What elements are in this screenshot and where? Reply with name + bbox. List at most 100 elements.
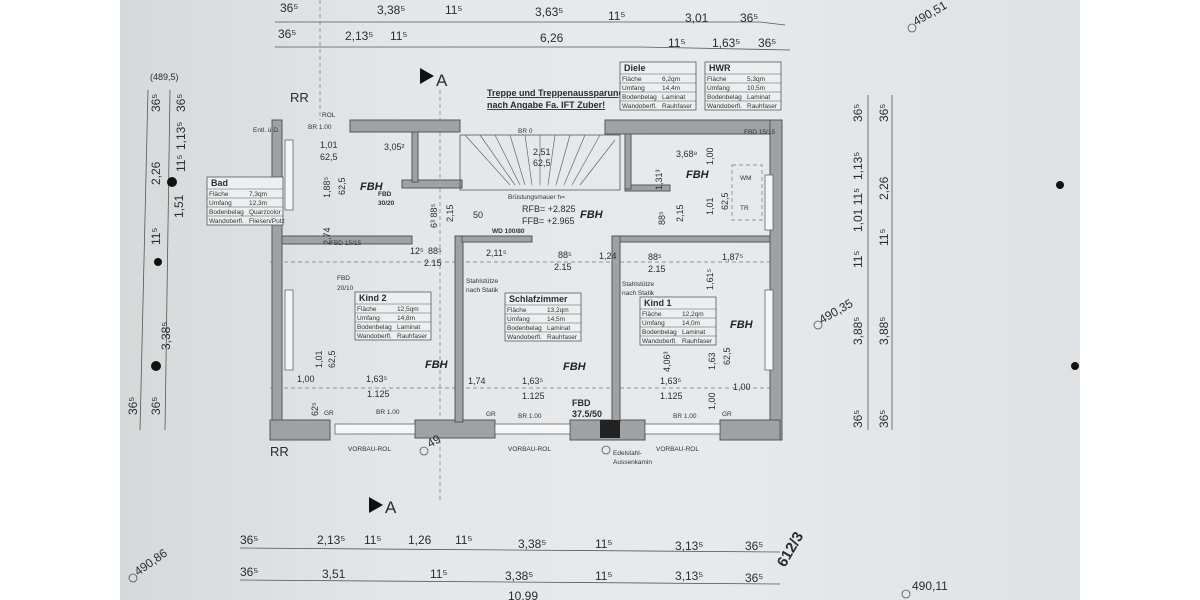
parcel-number: 612/3 (774, 529, 807, 570)
svg-text:VORBAU-ROL: VORBAU-ROL (348, 446, 391, 453)
svg-text:88⁵: 88⁵ (648, 252, 662, 262)
room-name: Bad (211, 178, 228, 188)
svg-text:nach Statik: nach Statik (466, 287, 499, 294)
room-field-value: 14,5m (547, 316, 565, 323)
room-field-value: 14,8m (397, 315, 415, 322)
svg-text:FBD: FBD (337, 275, 350, 282)
svg-text:36⁵: 36⁵ (877, 410, 891, 428)
svg-text:36⁵: 36⁵ (740, 11, 758, 25)
svg-text:Stahlstütze: Stahlstütze (622, 281, 655, 288)
svg-text:ROL: ROL (322, 112, 336, 119)
room-field-value: Quarzcolor (249, 209, 282, 216)
svg-text:11⁵: 11⁵ (595, 537, 612, 551)
svg-text:BR 1.00: BR 1.00 (673, 413, 697, 420)
room-field-label: Fläche (507, 307, 527, 314)
svg-text:30/20: 30/20 (378, 200, 395, 207)
svg-text:4,06³: 4,06³ (662, 351, 672, 372)
punch-hole (167, 177, 177, 187)
svg-text:36⁵: 36⁵ (174, 94, 188, 112)
room-field-label: Fläche (622, 76, 642, 83)
svg-text:FFB= +2.965: FFB= +2.965 (522, 216, 575, 226)
svg-text:1,51: 1,51 (172, 194, 186, 218)
svg-text:36⁵: 36⁵ (240, 533, 258, 547)
svg-text:1,63⁵: 1,63⁵ (366, 374, 388, 384)
room-field-label: Umfang (707, 85, 730, 92)
svg-text:TR: TR (740, 205, 749, 212)
svg-text:11⁵: 11⁵ (430, 567, 447, 581)
svg-text:11⁵: 11⁵ (608, 9, 625, 23)
room-field-label: Wandoberfl. (209, 218, 244, 225)
svg-text:490,11: 490,11 (912, 579, 948, 593)
svg-text:1,00: 1,00 (705, 147, 715, 165)
svg-text:nach Statik: nach Statik (622, 290, 655, 297)
svg-text:1,13⁵: 1,13⁵ (851, 152, 865, 180)
room-field-value: Rauhfaser (747, 103, 778, 110)
svg-text:FBH: FBH (686, 169, 710, 181)
svg-text:1,24: 1,24 (599, 251, 617, 261)
room-field-label: Bodenbelag (357, 324, 392, 331)
svg-text:FBH: FBH (360, 181, 384, 193)
svg-text:10,99: 10,99 (508, 589, 538, 600)
svg-text:1,13⁵: 1,13⁵ (174, 122, 188, 150)
svg-text:62,5: 62,5 (337, 177, 347, 195)
room-field-value: 5,3qm (747, 76, 765, 83)
svg-text:11⁵: 11⁵ (668, 36, 685, 50)
dimension-lines (139, 0, 893, 585)
svg-text:Aussenkamin: Aussenkamin (613, 459, 652, 466)
svg-text:2.15: 2.15 (554, 262, 572, 272)
svg-text:Stahlstütze: Stahlstütze (466, 278, 499, 285)
svg-text:WD 100/80: WD 100/80 (492, 228, 525, 235)
room-field-label: Umfang (507, 316, 530, 323)
svg-text:1,26: 1,26 (408, 533, 432, 547)
punch-hole (151, 361, 161, 371)
svg-text:Edelstahl-: Edelstahl- (613, 450, 642, 457)
svg-text:2,51: 2,51 (533, 147, 551, 157)
section-marker-bottom: A (385, 498, 397, 517)
svg-text:1.125: 1.125 (522, 391, 545, 401)
section-arrow-icon (369, 497, 383, 513)
svg-text:36⁵: 36⁵ (149, 94, 163, 112)
svg-text:36⁵: 36⁵ (851, 104, 865, 122)
room-name: Diele (624, 63, 646, 73)
room-field-value: 12,5qm (397, 306, 419, 313)
svg-text:BR 0: BR 0 (518, 128, 533, 135)
room-field-label: Bodenbelag (209, 209, 244, 216)
stair-note: Treppe und Treppenaussparung (487, 88, 624, 98)
svg-text:FBD 15/15: FBD 15/15 (330, 240, 361, 247)
room-field-value: 14,4m (662, 85, 680, 92)
room-field-value: Rauhfaser (547, 334, 578, 341)
svg-text:2.15: 2.15 (424, 258, 442, 268)
svg-text:11⁵: 11⁵ (390, 29, 407, 43)
room-field-label: Umfang (642, 320, 665, 327)
svg-text:2,15: 2,15 (445, 204, 455, 222)
room-field-value: Rauhfaser (682, 338, 713, 345)
room-field-value: Laminat (747, 94, 770, 101)
svg-text:3,38⁵: 3,38⁵ (518, 537, 546, 551)
svg-text:36⁵: 36⁵ (280, 1, 298, 15)
svg-text:1,00: 1,00 (733, 382, 751, 392)
svg-text:3,13⁵: 3,13⁵ (675, 539, 703, 553)
svg-text:2,13⁵: 2,13⁵ (317, 533, 345, 547)
svg-text:36⁵: 36⁵ (851, 410, 865, 428)
room-field-value: Rauhfaser (397, 333, 428, 340)
staircase (464, 134, 616, 186)
svg-text:3,88⁵: 3,88⁵ (877, 317, 891, 345)
room-field-label: Wandoberfl. (357, 333, 392, 340)
room-field-value: Laminat (662, 94, 685, 101)
svg-text:36⁵: 36⁵ (745, 539, 763, 553)
room-field-value: 13,2qm (547, 307, 569, 314)
room-field-label: Wandoberfl. (707, 103, 742, 110)
svg-text:6,26: 6,26 (540, 31, 564, 45)
svg-text:490,51: 490,51 (911, 0, 950, 29)
svg-text:2,74: 2,74 (322, 227, 332, 245)
room-field-label: Fläche (357, 306, 377, 313)
svg-text:36⁵: 36⁵ (745, 571, 763, 585)
svg-text:2,26: 2,26 (877, 176, 891, 200)
room-field-label: Umfang (357, 315, 380, 322)
svg-text:FBD: FBD (572, 398, 591, 408)
svg-text:(489,5): (489,5) (150, 72, 179, 82)
rr-top: RR (290, 90, 309, 105)
